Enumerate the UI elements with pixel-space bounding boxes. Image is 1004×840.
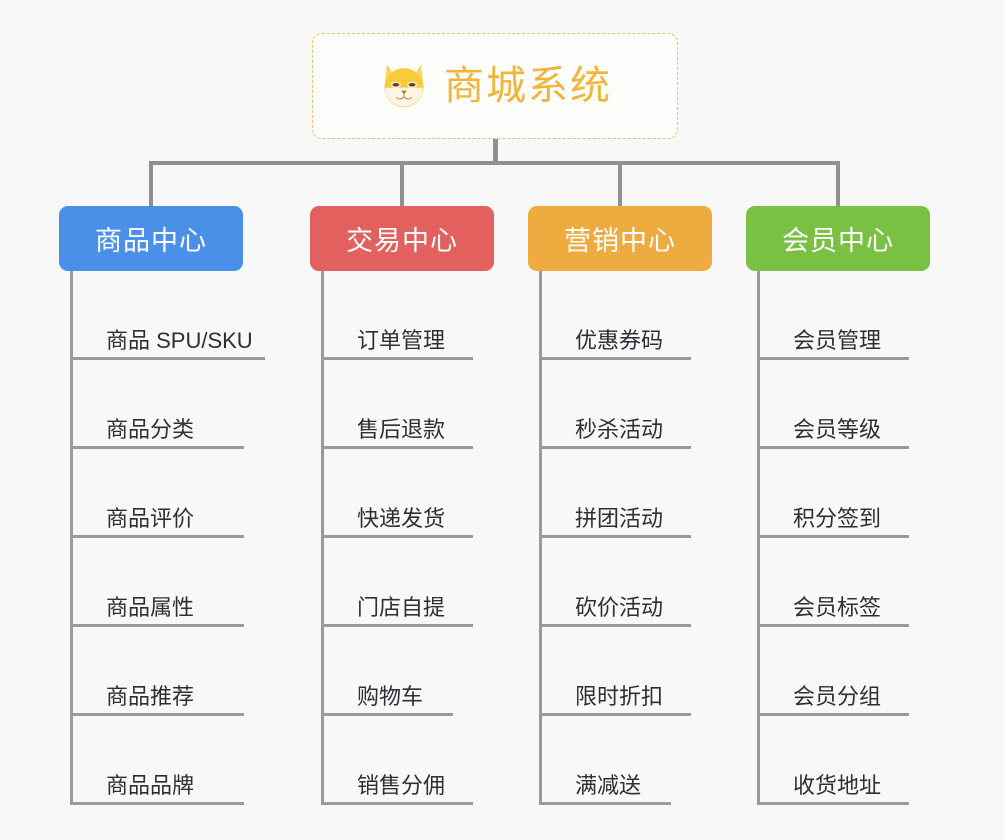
leaf-item[interactable]: 商品推荐 bbox=[70, 627, 265, 716]
connector-root-stem bbox=[493, 139, 498, 165]
leaf-item[interactable]: 订单管理 bbox=[321, 271, 494, 360]
branch-header-2-label: 交易中心 bbox=[346, 226, 458, 256]
leaf-label: 商品 SPU/SKU bbox=[106, 327, 253, 353]
leaf-label: 会员等级 bbox=[793, 416, 882, 442]
leaf-label: 拼团活动 bbox=[575, 505, 664, 531]
leaf-item[interactable]: 商品分类 bbox=[70, 360, 265, 449]
leaf-label: 快递发货 bbox=[357, 505, 446, 531]
branch-header-2[interactable]: 交易中心 bbox=[310, 206, 494, 271]
leaf-item[interactable]: 砍价活动 bbox=[539, 538, 712, 627]
leaf-item[interactable]: 快递发货 bbox=[321, 449, 494, 538]
leaf-item[interactable]: 商品 SPU/SKU bbox=[70, 271, 265, 360]
leaf-label: 会员标签 bbox=[793, 594, 882, 620]
branch-header-1[interactable]: 商品中心 bbox=[59, 206, 243, 271]
leaf-item[interactable]: 门店自提 bbox=[321, 538, 494, 627]
branch-column-2: 交易中心 订单管理 售后退款 快递发货 门店自提 购物车 销售分佣 bbox=[310, 206, 494, 805]
connector-branch-2 bbox=[400, 161, 404, 207]
branch-column-1: 商品中心 商品 SPU/SKU 商品分类 商品评价 商品属性 商品推荐 商品品牌 bbox=[59, 206, 265, 805]
leaf-item[interactable]: 秒杀活动 bbox=[539, 360, 712, 449]
leaf-item[interactable]: 商品评价 bbox=[70, 449, 265, 538]
shiba-dog-face-icon bbox=[384, 64, 424, 108]
leaf-list-3: 优惠券码 秒杀活动 拼团活动 砍价活动 限时折扣 满减送 bbox=[539, 271, 712, 805]
leaf-label: 砍价活动 bbox=[575, 594, 664, 620]
leaf-item[interactable]: 优惠券码 bbox=[539, 271, 712, 360]
leaf-label: 订单管理 bbox=[357, 327, 446, 353]
leaf-label: 会员分组 bbox=[793, 683, 882, 709]
branch-header-4-label: 会员中心 bbox=[782, 226, 894, 256]
connector-branch-3 bbox=[618, 161, 622, 207]
leaf-list-4: 会员管理 会员等级 积分签到 会员标签 会员分组 收货地址 bbox=[757, 271, 930, 805]
root-node[interactable]: 商城系统 bbox=[312, 33, 678, 139]
leaf-item[interactable]: 售后退款 bbox=[321, 360, 494, 449]
leaf-label: 商品评价 bbox=[106, 505, 195, 531]
leaf-label: 门店自提 bbox=[357, 594, 446, 620]
leaf-label: 会员管理 bbox=[793, 327, 882, 353]
branch-header-3[interactable]: 营销中心 bbox=[528, 206, 712, 271]
leaf-item[interactable]: 限时折扣 bbox=[539, 627, 712, 716]
branch-header-1-label: 商品中心 bbox=[95, 226, 207, 256]
leaf-item[interactable]: 拼团活动 bbox=[539, 449, 712, 538]
leaf-item[interactable]: 商品品牌 bbox=[70, 716, 265, 805]
leaf-item[interactable]: 收货地址 bbox=[757, 716, 930, 805]
leaf-list-2: 订单管理 售后退款 快递发货 门店自提 购物车 销售分佣 bbox=[321, 271, 494, 805]
leaf-label: 商品品牌 bbox=[106, 772, 195, 798]
leaf-item[interactable]: 会员等级 bbox=[757, 360, 930, 449]
leaf-label: 商品属性 bbox=[106, 594, 195, 620]
root-title: 商城系统 bbox=[444, 64, 612, 108]
leaf-label: 收货地址 bbox=[793, 772, 882, 798]
leaf-label: 限时折扣 bbox=[575, 683, 664, 709]
leaf-item[interactable]: 商品属性 bbox=[70, 538, 265, 627]
leaf-label: 积分签到 bbox=[793, 505, 882, 531]
leaf-label: 销售分佣 bbox=[357, 772, 446, 798]
leaf-label: 售后退款 bbox=[357, 416, 446, 442]
branch-column-4: 会员中心 会员管理 会员等级 积分签到 会员标签 会员分组 收货地址 bbox=[746, 206, 930, 805]
leaf-item[interactable]: 积分签到 bbox=[757, 449, 930, 538]
leaf-label: 购物车 bbox=[357, 683, 424, 709]
leaf-label: 商品推荐 bbox=[106, 683, 195, 709]
leaf-list-1: 商品 SPU/SKU 商品分类 商品评价 商品属性 商品推荐 商品品牌 bbox=[70, 271, 265, 805]
leaf-label: 满减送 bbox=[575, 772, 642, 798]
leaf-item[interactable]: 购物车 bbox=[321, 627, 494, 716]
leaf-label: 优惠券码 bbox=[575, 327, 664, 353]
leaf-label: 商品分类 bbox=[106, 416, 195, 442]
leaf-item[interactable]: 会员标签 bbox=[757, 538, 930, 627]
connector-horizontal-bus bbox=[149, 161, 840, 165]
leaf-item[interactable]: 会员管理 bbox=[757, 271, 930, 360]
branch-header-4[interactable]: 会员中心 bbox=[746, 206, 930, 271]
leaf-label: 秒杀活动 bbox=[575, 416, 664, 442]
leaf-item[interactable]: 销售分佣 bbox=[321, 716, 494, 805]
connector-branch-4 bbox=[836, 161, 840, 207]
connector-branch-1 bbox=[149, 161, 153, 207]
branch-header-3-label: 营销中心 bbox=[564, 226, 676, 256]
leaf-item[interactable]: 满减送 bbox=[539, 716, 712, 805]
leaf-item[interactable]: 会员分组 bbox=[757, 627, 930, 716]
branch-column-3: 营销中心 优惠券码 秒杀活动 拼团活动 砍价活动 限时折扣 满减送 bbox=[528, 206, 712, 805]
